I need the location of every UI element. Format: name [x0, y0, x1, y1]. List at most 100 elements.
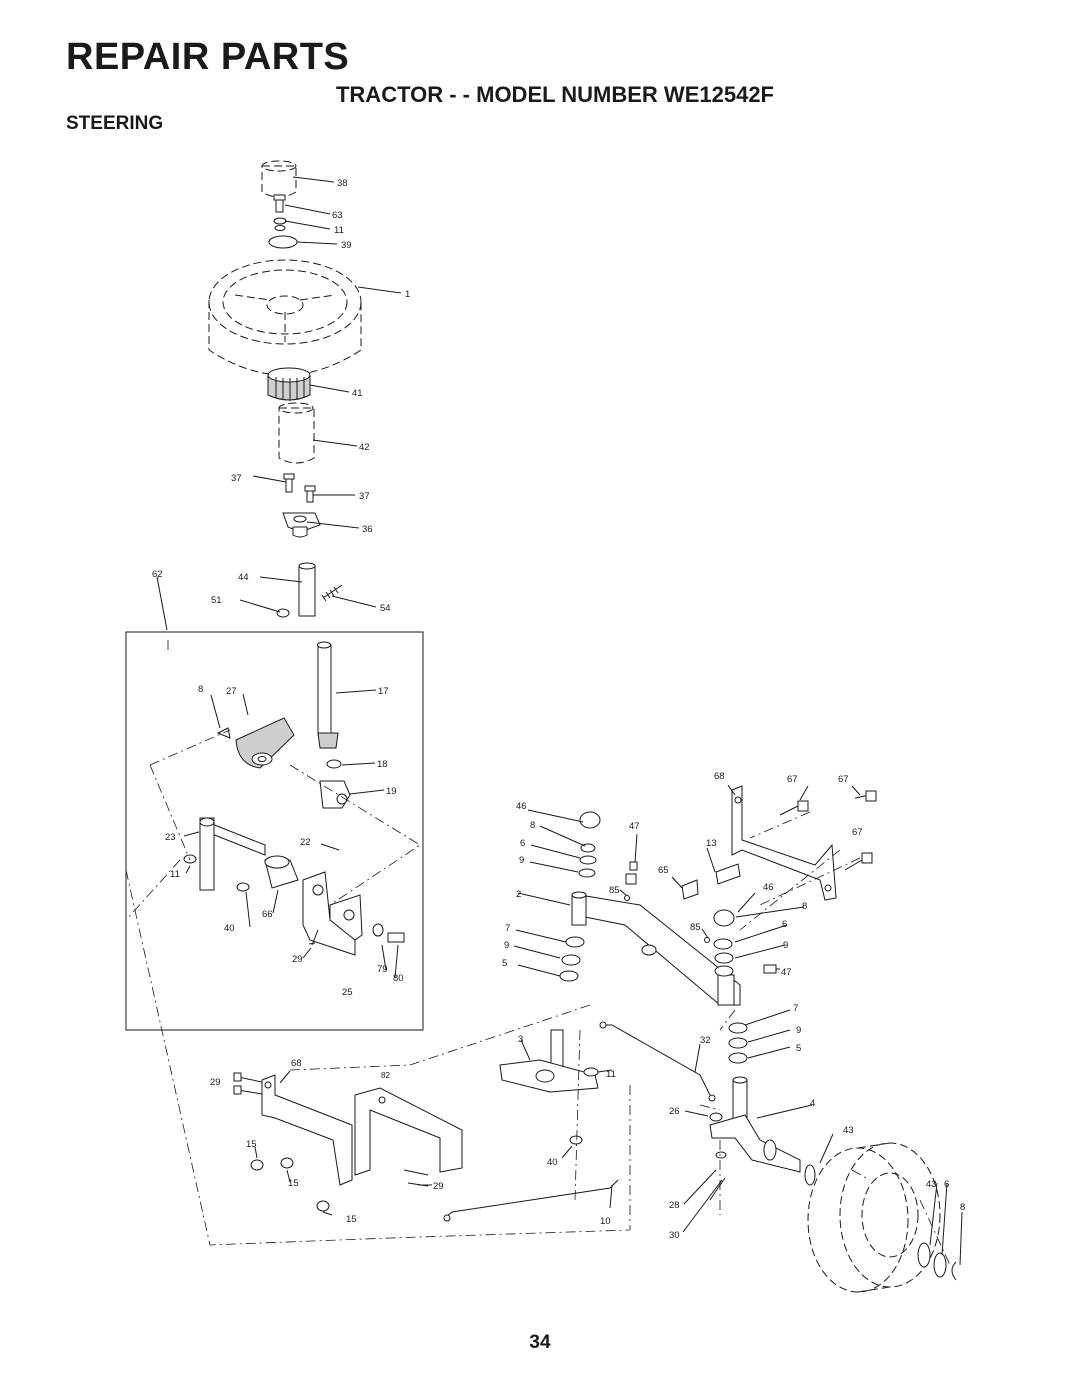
callout-22: 22	[300, 837, 311, 848]
callout-67: 67	[838, 774, 849, 785]
callout-37: 37	[231, 473, 242, 484]
retaining-ring-part	[951, 1261, 957, 1281]
callout-29: 29	[292, 954, 303, 965]
callout-13: 13	[706, 838, 717, 849]
column-sleeve-part	[278, 402, 315, 464]
steering-adapter-part	[267, 367, 311, 401]
callout-79: 79	[377, 964, 388, 975]
nut-part	[236, 882, 250, 892]
steering-bracket-left-part	[261, 1074, 353, 1186]
steering-gear-inset-box	[125, 631, 424, 1031]
bolt-part	[308, 929, 319, 946]
callout-37: 37	[359, 491, 370, 502]
wheel-washer-part	[917, 1242, 931, 1268]
callout-66: 66	[262, 909, 273, 920]
steering-support-part	[354, 1087, 463, 1176]
callout-11: 11	[170, 869, 180, 880]
retaining-ring-part	[216, 727, 231, 739]
washer-part	[715, 1151, 727, 1159]
callout-51: 51	[211, 595, 222, 606]
page-number: 34	[529, 1332, 551, 1353]
lock-washer-part	[273, 217, 287, 225]
model-subtitle: TRACTOR - - MODEL NUMBER WE12542F	[335, 82, 774, 107]
callout-29: 29	[210, 1077, 221, 1088]
screw-part	[273, 194, 286, 213]
spindle-washers-part	[559, 811, 748, 1064]
callout-15: 15	[246, 1139, 257, 1150]
callout-23: 23	[165, 832, 176, 843]
group-title: STEERING	[66, 113, 164, 134]
washer-part	[326, 759, 342, 769]
nut-part	[709, 1112, 723, 1122]
callout-6: 6	[944, 1179, 949, 1190]
callout-7: 7	[505, 923, 510, 934]
callout-38: 38	[337, 178, 348, 189]
callout-5: 5	[796, 1043, 801, 1054]
axle-bolts-part	[779, 790, 877, 871]
callout-5: 5	[502, 958, 507, 969]
steering-shaft-lower-part	[317, 641, 339, 749]
nut-part	[569, 1135, 583, 1145]
callout-44: 44	[238, 572, 249, 583]
callout-11: 11	[334, 225, 344, 236]
callout-19: 19	[386, 786, 397, 797]
wheel-washer-part	[933, 1252, 947, 1278]
callout-46: 46	[763, 882, 774, 893]
callout-43: 43	[843, 1125, 854, 1136]
steering-cap-part	[261, 160, 297, 198]
callout-9: 9	[783, 940, 788, 951]
callout-8: 8	[198, 684, 203, 695]
callout-18: 18	[377, 759, 388, 770]
callout-47: 47	[781, 967, 792, 978]
callout-8: 8	[802, 901, 807, 912]
callout-9: 9	[796, 1025, 801, 1036]
callout-46: 46	[516, 801, 527, 812]
callout-25: 25	[342, 987, 353, 998]
callout-67: 67	[852, 827, 863, 838]
pivot-spacer-part	[681, 863, 741, 900]
callout-8: 8	[960, 1202, 965, 1213]
callout-1: 1	[405, 289, 410, 300]
callout-42: 42	[359, 442, 370, 453]
callout-28: 28	[669, 1200, 680, 1211]
callout-39: 39	[341, 240, 352, 251]
callout-29: 29	[433, 1181, 444, 1192]
column-bracket-part	[282, 512, 321, 538]
shaft-bolt-part	[321, 584, 343, 602]
callout-47: 47	[629, 821, 640, 832]
callout-65: 65	[658, 865, 669, 876]
steering-wheel-part	[208, 259, 362, 376]
gear-bracket-part	[302, 871, 363, 956]
callout-43: 43	[926, 1179, 937, 1190]
callout-40: 40	[547, 1157, 558, 1168]
front-axle-part	[571, 891, 741, 1006]
callout-85: 85	[690, 922, 701, 933]
callout-11: 11	[606, 1069, 616, 1080]
steering-bushing-part	[319, 780, 351, 809]
callout-3: 3	[518, 1034, 523, 1045]
callout-6: 6	[782, 919, 787, 930]
grease-fittings-part	[624, 861, 777, 974]
hex-bolts-part	[233, 1072, 429, 1187]
wheel-washer-part	[804, 1164, 816, 1186]
bolt-part	[283, 473, 316, 503]
callout-26: 26	[669, 1106, 680, 1117]
callout-82: 82	[381, 1071, 390, 1080]
washer-part	[268, 235, 298, 249]
callout-80: 80	[393, 973, 404, 984]
callout-62: 62	[152, 569, 163, 580]
nut-part	[274, 225, 286, 231]
callout-9: 9	[519, 855, 524, 866]
callout-68: 68	[714, 771, 725, 782]
spindle-left-part	[499, 1029, 599, 1093]
callout-36: 36	[362, 524, 373, 535]
callout-41: 41	[352, 388, 363, 399]
section-title: REPAIR PARTS	[66, 36, 350, 78]
callout-27: 27	[226, 686, 237, 697]
callout-85: 85	[609, 885, 620, 896]
flange-nuts-part	[250, 1157, 330, 1212]
callout-4: 4	[810, 1098, 815, 1109]
callout-15: 15	[346, 1214, 357, 1225]
callout-15: 15	[288, 1178, 299, 1189]
callout-32: 32	[700, 1035, 711, 1046]
